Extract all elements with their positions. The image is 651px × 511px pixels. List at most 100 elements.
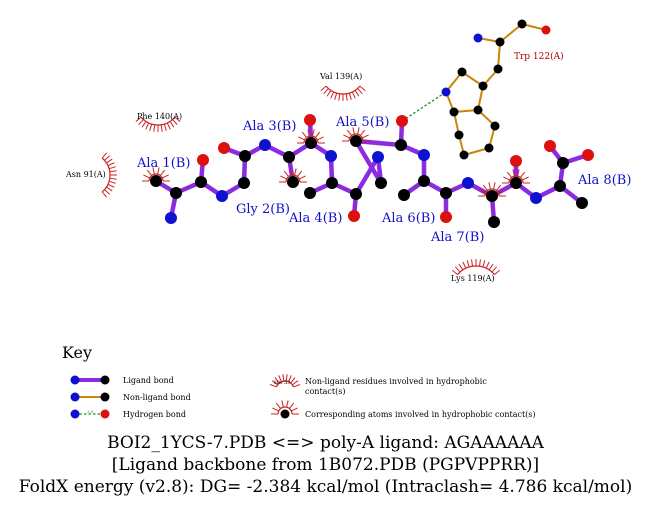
arc-curve xyxy=(275,380,295,388)
carbon-atom xyxy=(478,81,488,91)
arc-tick xyxy=(495,184,502,191)
arc-tick xyxy=(290,377,296,384)
ligand-label-ala6: Ala 6(B) xyxy=(381,211,435,226)
arc-tick xyxy=(275,402,282,409)
arc-tick xyxy=(146,169,153,176)
carbon-atom xyxy=(350,135,362,147)
arc-tick xyxy=(106,158,113,164)
arc-tick xyxy=(272,407,279,412)
ligand-label-gly2: Gly 2(B) xyxy=(236,202,290,217)
carbon-atom xyxy=(495,37,505,47)
carbon-atom xyxy=(517,19,527,29)
carbon-atom xyxy=(395,139,407,151)
arc-tick xyxy=(359,85,366,92)
arc-tick xyxy=(326,90,332,97)
key-hbond-distance: 3.0 xyxy=(87,409,94,414)
arc-tick xyxy=(317,136,324,141)
nitrogen-atom xyxy=(530,192,542,204)
nitrogen-atom xyxy=(473,33,483,43)
arc-tick xyxy=(278,375,282,382)
arc-tick xyxy=(458,263,464,271)
key-corresponding-atoms: Corresponding atoms involved in hydropho… xyxy=(271,400,536,419)
arc-tick xyxy=(354,90,360,97)
carbon-atom xyxy=(170,187,182,199)
arc-tick xyxy=(288,375,292,382)
carbon-atom xyxy=(375,177,387,189)
arc-curve xyxy=(348,133,364,142)
arc-tick xyxy=(138,119,144,125)
arc-tick xyxy=(291,407,298,412)
arc-tick xyxy=(488,263,494,271)
key-nonligand-bond: Non-ligand bond xyxy=(70,392,191,402)
key-title: Key xyxy=(62,343,92,362)
arc-tick xyxy=(357,88,363,94)
protein-label-val139: Val 139(A) xyxy=(319,72,362,81)
protein-label-trp122: Trp 122(A) xyxy=(514,51,564,62)
arc-tick xyxy=(359,129,366,136)
arc-tick xyxy=(512,169,515,177)
arc-tick xyxy=(294,168,297,176)
carbon-atom xyxy=(238,177,250,189)
arc-tick xyxy=(271,380,278,386)
arc-tick xyxy=(166,122,171,130)
arc-tick xyxy=(482,260,486,268)
key-ligand-bond-label: Ligand bond xyxy=(123,376,174,385)
arc-tick xyxy=(274,377,280,384)
arc-tick xyxy=(334,92,338,100)
arc-tick xyxy=(109,170,117,173)
protein-label-phe140: Phe 140(A) xyxy=(137,112,182,121)
key-contact-atom-arc-icon xyxy=(271,400,299,415)
arc-tick xyxy=(108,166,116,170)
arc-curve xyxy=(484,188,500,197)
arc-tick xyxy=(169,121,175,128)
carbon-atom xyxy=(398,189,410,201)
arc-tick xyxy=(106,186,113,192)
arc-tick xyxy=(280,175,287,180)
carbon-atom xyxy=(488,216,500,228)
carbon-atom xyxy=(554,180,566,192)
oxygen-atom xyxy=(348,210,360,222)
arc-tick xyxy=(343,134,350,139)
arc-curve xyxy=(325,85,361,95)
arc-tick xyxy=(285,374,288,382)
ligand-bond xyxy=(353,138,404,148)
carbon-atom xyxy=(304,187,316,199)
carbon-atom xyxy=(510,177,522,189)
arc-tick xyxy=(451,269,458,275)
carbon-atom xyxy=(484,143,494,153)
nitrogen-atom xyxy=(372,151,384,163)
arc-tick xyxy=(174,116,181,123)
arc-curve xyxy=(148,173,164,182)
arc-tick xyxy=(307,129,310,137)
carbon-atom xyxy=(283,151,295,163)
arc-tick xyxy=(101,191,108,198)
arc-tick xyxy=(330,91,335,99)
arc-tick xyxy=(281,400,284,408)
nitrogen-atom xyxy=(418,149,430,161)
arc-tick xyxy=(519,171,526,178)
arc-tick xyxy=(466,260,470,268)
oxygen-atom xyxy=(582,149,594,161)
arc-tick xyxy=(288,402,295,409)
carbon-atom xyxy=(473,105,483,115)
contact-atom-arc xyxy=(502,169,530,184)
arc-tick xyxy=(141,121,147,128)
nitrogen-atom xyxy=(441,87,451,97)
arc-tick xyxy=(346,129,353,136)
arc-tick xyxy=(104,189,110,195)
carbon-atom xyxy=(459,150,469,160)
ligand-label-ala7: Ala 7(B) xyxy=(430,230,484,245)
arc-tick xyxy=(149,123,153,131)
arc-tick xyxy=(323,88,329,94)
val139-arc xyxy=(320,85,366,101)
arc-tick xyxy=(269,384,277,388)
carbon-atom xyxy=(457,67,467,77)
carbon-atom xyxy=(557,157,569,169)
caption-line-2: [Ligand backbone from 1B072.PDB (PGPVPPR… xyxy=(111,455,540,475)
contact-atom-arc xyxy=(142,167,170,182)
arc-curve xyxy=(457,265,495,275)
arc-tick xyxy=(145,122,150,130)
arc-tick xyxy=(352,127,355,135)
arc-tick xyxy=(135,116,142,123)
